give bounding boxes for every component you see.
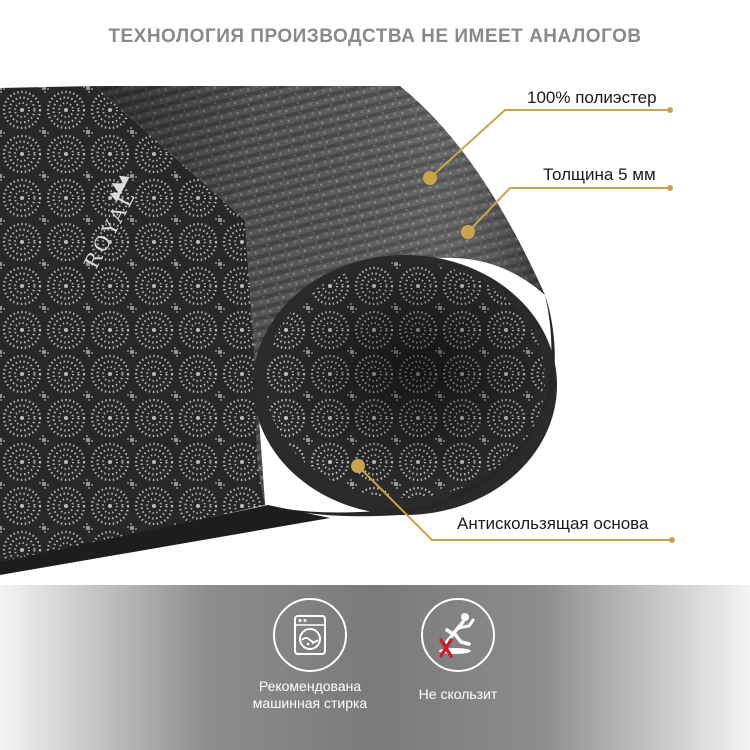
feature-washing: Рекомендована машинная стирка: [235, 598, 385, 712]
mat-backing: [0, 86, 265, 565]
product-photo: ROYAL: [0, 86, 675, 575]
feature-no-slip: Не скользит: [383, 598, 533, 703]
page-title: ТЕХНОЛОГИЯ ПРОИЗВОДСТВА НЕ ИМЕЕТ АНАЛОГО…: [108, 26, 642, 47]
callout-material: 100% полиэстер: [527, 88, 657, 107]
callout-antislip-base: Антискользящая основа: [457, 514, 649, 533]
feature-no-slip-label: Не скользит: [418, 686, 498, 702]
no-slip-icon: [421, 598, 495, 672]
callout-markers: [351, 107, 675, 543]
washing-machine-icon: [273, 598, 347, 672]
feature-washing-label: Рекомендована машинная стирка: [252, 678, 368, 711]
callout-lines: [357, 109, 672, 541]
features-band: [0, 585, 750, 750]
callout-thickness: Толщина 5 мм: [543, 165, 656, 184]
